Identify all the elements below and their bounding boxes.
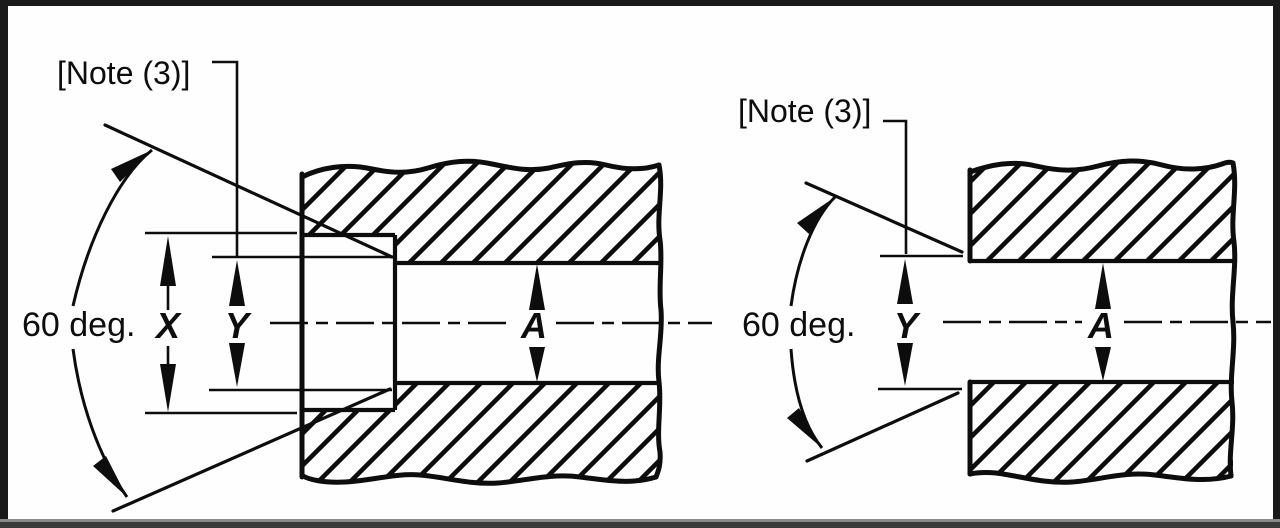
left-angle-label: 60 deg. <box>22 306 135 344</box>
right-y-arrow-down <box>897 343 913 386</box>
y-arrow-down <box>229 343 245 387</box>
right-angle-label: 60 deg. <box>742 306 855 344</box>
left-arc-arrowhead-bottom <box>93 456 127 497</box>
right-upper-hatch <box>970 160 1233 261</box>
right-y-arrow-up <box>897 259 913 304</box>
right-a-arrow-up <box>1095 263 1111 309</box>
right-cone-upper-line <box>804 181 964 254</box>
right-block-bottom-edge <box>967 470 1234 485</box>
top-border <box>0 0 1280 6</box>
right-a-arrow-down <box>1095 347 1111 381</box>
left-a-arrow-up <box>529 264 545 310</box>
right-cone-lower-line <box>805 391 960 463</box>
left-a-arrow-down <box>529 347 545 382</box>
bottom-border <box>0 522 1280 528</box>
left-lower-hatch <box>302 383 659 484</box>
left-section-view: [Note (3)] 60 deg. X Y A <box>22 55 712 513</box>
right-dim-y-label: Y <box>894 305 921 346</box>
left-block-break-edge <box>653 162 664 480</box>
y-arrow-up <box>229 260 245 306</box>
right-lower-hatch <box>970 382 1233 483</box>
right-note-label: [Note (3)] <box>738 93 871 129</box>
left-upper-hatch <box>302 161 659 263</box>
bottom-border-light <box>0 519 1280 522</box>
left-arc-arrowhead-top <box>111 150 152 182</box>
right-dim-a-label: A <box>1087 305 1114 346</box>
left-note-label: [Note (3)] <box>57 55 190 91</box>
left-dim-a-label: A <box>520 305 547 346</box>
right-arc-arrowhead-bottom <box>787 408 822 448</box>
x-arrow-up <box>160 236 176 286</box>
left-cone-upper-line <box>103 123 394 259</box>
left-block-top-edge <box>299 158 662 180</box>
right-arc-arrowhead-top <box>797 197 835 234</box>
right-block-break-edge <box>1227 160 1238 479</box>
left-cone-lower-line <box>111 387 392 513</box>
left-angle-arc-upper <box>71 148 153 307</box>
left-dim-y-label: Y <box>225 305 252 346</box>
dim-x-label: X <box>154 305 182 346</box>
right-block-top-edge <box>967 158 1236 175</box>
left-angle-arc-lower <box>71 348 129 498</box>
right-border <box>1273 0 1280 522</box>
x-arrow-down <box>160 364 176 412</box>
left-note-leader <box>212 60 239 256</box>
left-border <box>0 0 8 522</box>
right-section-view: [Note (3)] 60 deg. Y A <box>738 93 1271 485</box>
left-block-bottom-edge <box>300 472 659 486</box>
right-note-leader <box>883 119 908 254</box>
